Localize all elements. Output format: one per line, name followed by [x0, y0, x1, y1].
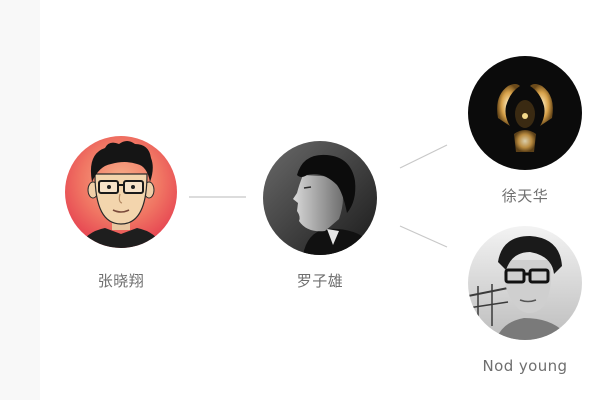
- background-band: [0, 0, 40, 400]
- avatar-middle: [263, 141, 377, 255]
- connector-middle-top-right: [399, 144, 448, 169]
- avatar-bottom-right: [468, 226, 582, 340]
- avatar-root: [65, 136, 177, 248]
- name-bottom-right: Nod young: [482, 357, 568, 375]
- abstract-figure-photo-icon: [468, 56, 582, 170]
- name-top-right: 徐天华: [501, 187, 549, 205]
- man-glasses-photo-icon: [468, 226, 582, 340]
- cartoon-man-avatar-icon: [65, 136, 177, 248]
- name-middle: 罗子雄: [296, 272, 344, 290]
- man-profile-photo-icon: [263, 141, 377, 255]
- name-root: 张晓翔: [97, 272, 145, 290]
- connector-middle-bottom-right: [399, 225, 448, 248]
- avatar-top-right: [468, 56, 582, 170]
